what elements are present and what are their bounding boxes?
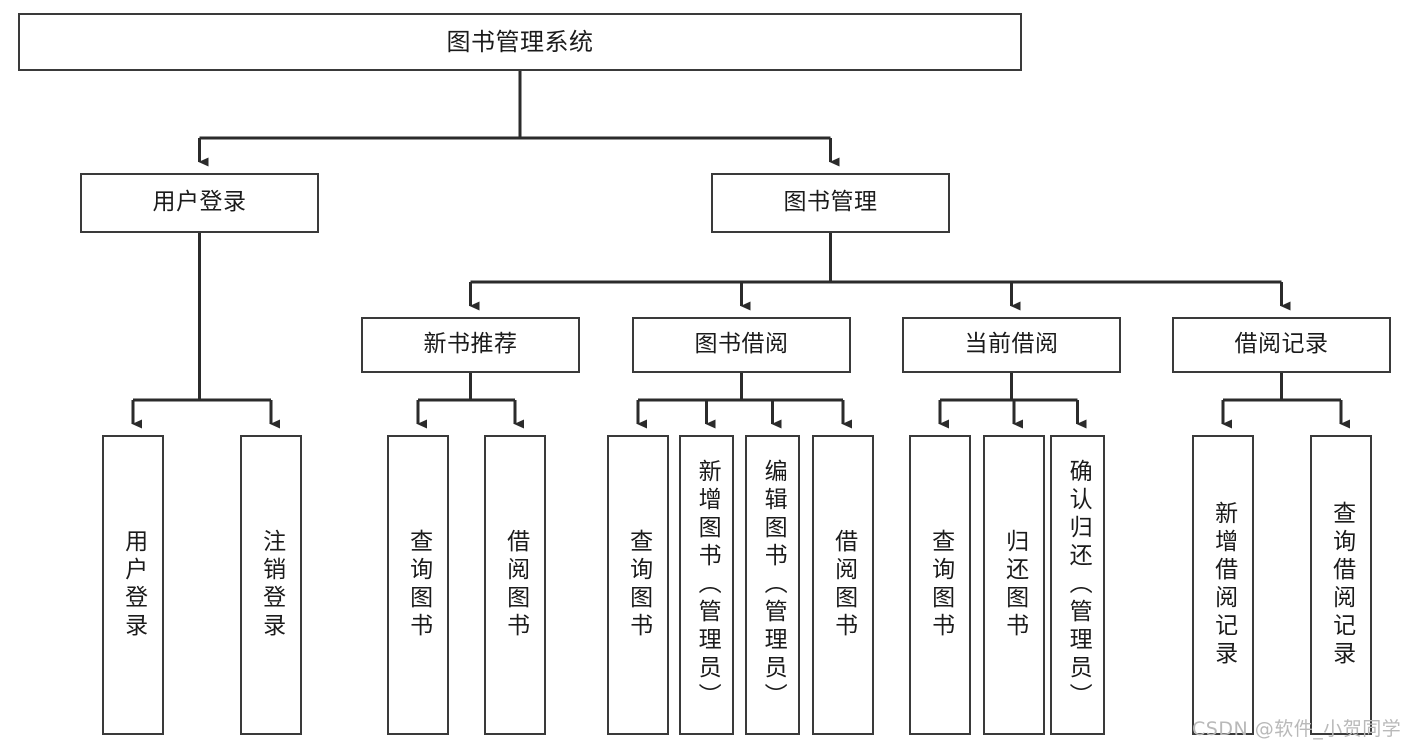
leaf-query-book-3[interactable]: 查询图书 [909, 435, 971, 735]
node-label: 归还图书 [1001, 529, 1028, 641]
leaf-borrow-book-1[interactable]: 借阅图书 [484, 435, 546, 735]
leaf-query-book-2[interactable]: 查询图书 [607, 435, 669, 735]
node-label: 确认归还（管理员） [1065, 459, 1092, 711]
node-root[interactable]: 图书管理系统 [18, 13, 1022, 71]
node-current-borrow[interactable]: 当前借阅 [902, 317, 1121, 373]
node-label: 查询图书 [625, 529, 652, 641]
node-label: 查询图书 [405, 529, 432, 641]
node-label: 用户登录 [152, 189, 247, 216]
leaf-add-book[interactable]: 新增图书（管理员） [679, 435, 734, 735]
node-label: 查询借阅记录 [1328, 501, 1355, 669]
node-book-borrow[interactable]: 图书借阅 [632, 317, 851, 373]
node-label: 用户登录 [120, 529, 147, 641]
node-label: 图书借阅 [694, 331, 789, 358]
node-label: 借阅记录 [1234, 331, 1329, 358]
leaf-borrow-book-2[interactable]: 借阅图书 [812, 435, 874, 735]
node-label: 编辑图书（管理员） [760, 459, 787, 711]
leaf-edit-book[interactable]: 编辑图书（管理员） [745, 435, 800, 735]
node-label: 新书推荐 [423, 331, 518, 358]
node-borrow-record[interactable]: 借阅记录 [1172, 317, 1391, 373]
node-label: 查询图书 [927, 529, 954, 641]
node-label: 新增图书（管理员） [694, 459, 721, 711]
node-label: 图书管理 [783, 189, 878, 216]
leaf-confirm-return[interactable]: 确认归还（管理员） [1050, 435, 1105, 735]
node-book-manage[interactable]: 图书管理 [711, 173, 950, 233]
node-new-book-recommend[interactable]: 新书推荐 [361, 317, 580, 373]
node-label: 新增借阅记录 [1210, 501, 1237, 669]
leaf-return-book[interactable]: 归还图书 [983, 435, 1045, 735]
node-label: 借阅图书 [502, 529, 529, 641]
leaf-user-login[interactable]: 用户登录 [102, 435, 164, 735]
leaf-add-record[interactable]: 新增借阅记录 [1192, 435, 1254, 735]
node-label: 当前借阅 [964, 331, 1059, 358]
node-label: 注销登录 [258, 529, 285, 641]
node-label: 借阅图书 [830, 529, 857, 641]
node-user-login[interactable]: 用户登录 [80, 173, 319, 233]
leaf-query-record[interactable]: 查询借阅记录 [1310, 435, 1372, 735]
leaf-query-book-1[interactable]: 查询图书 [387, 435, 449, 735]
node-label: 图书管理系统 [446, 27, 594, 56]
watermark: CSDN @软件_小贺同学 [1192, 718, 1402, 740]
leaf-logout[interactable]: 注销登录 [240, 435, 302, 735]
